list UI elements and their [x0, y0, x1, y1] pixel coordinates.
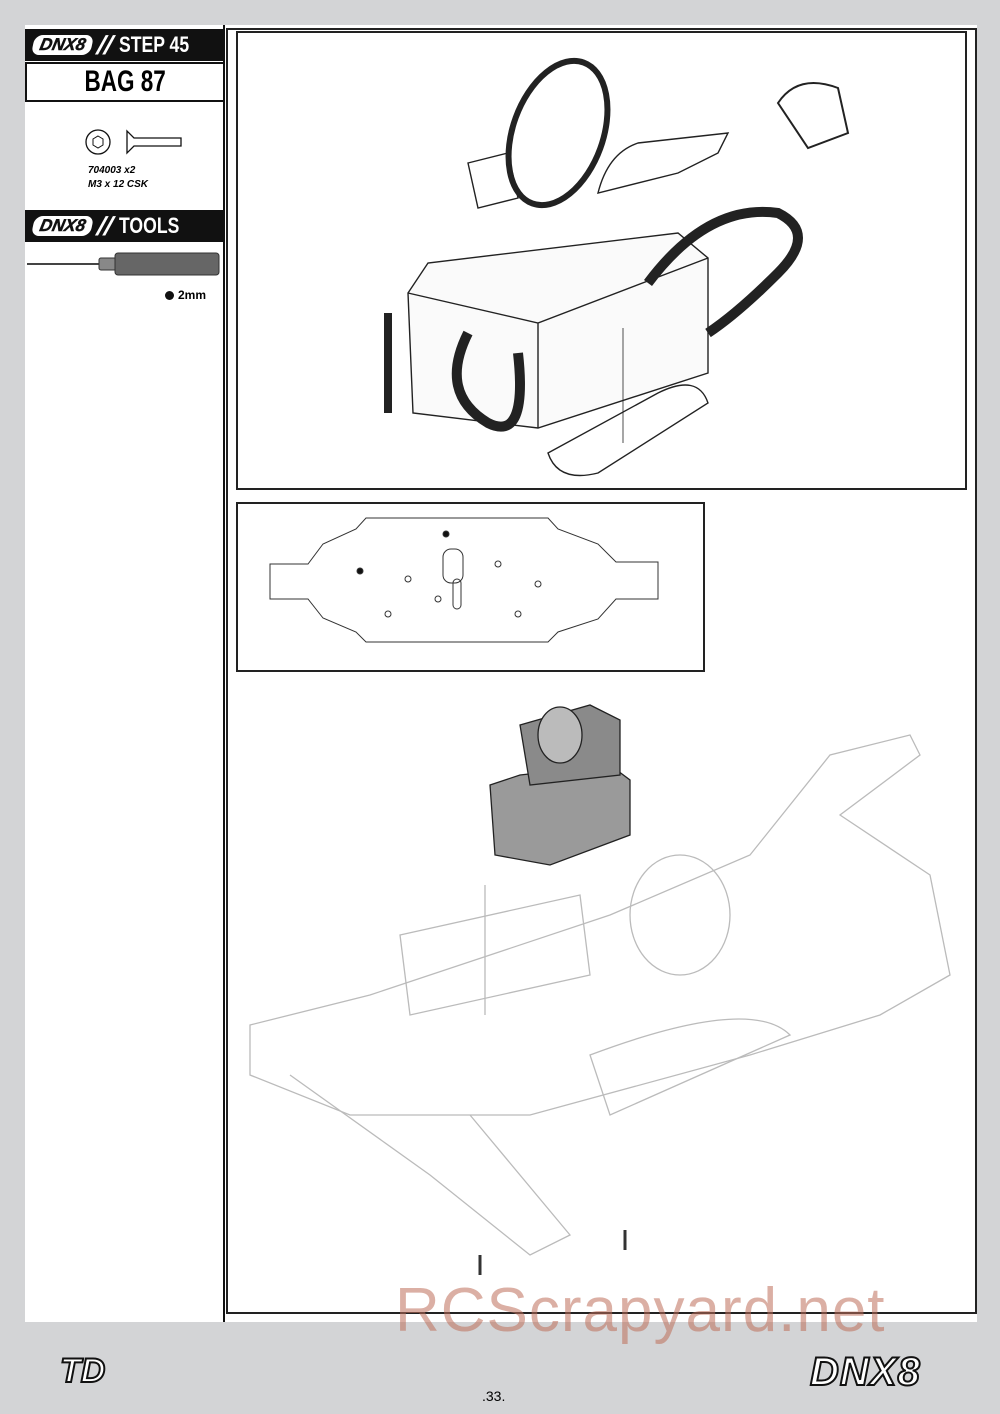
- left-column: DNX8 // STEP 45 BAG 87 704003 x2 M3 x 12…: [25, 25, 225, 1322]
- car-assembly-drawing: [249, 704, 951, 1275]
- watermark: RCScrapyard.net: [395, 1276, 886, 1345]
- chassis-plate-detail: [236, 502, 705, 672]
- dnx8-logo: DNX8: [30, 216, 95, 236]
- bullet-icon: [165, 290, 174, 300]
- tools-header: DNX8 // TOOLS: [25, 210, 225, 242]
- divider-slash: //: [93, 29, 119, 60]
- bag-label: BAG 87: [25, 62, 225, 102]
- hex-driver-icon: [27, 252, 220, 276]
- chassis-plate-drawing: [269, 517, 659, 643]
- step-number: STEP 45: [118, 32, 189, 57]
- divider-slash: //: [93, 210, 119, 241]
- page-number: .33.: [482, 1388, 506, 1404]
- tool-size: 2mm: [165, 288, 206, 302]
- part-desc: M3 x 12 CSK: [88, 179, 149, 190]
- fuel-tank-drawing: [384, 57, 850, 477]
- tools-title: TOOLS: [118, 213, 180, 238]
- part-code: 704003 x2: [88, 165, 136, 176]
- fuel-tank-detail: [236, 31, 967, 490]
- dnx8-logo: DNX8: [30, 35, 95, 55]
- dnx8-footer-logo: DNX8: [809, 1349, 921, 1395]
- td-logo: TD: [59, 1351, 106, 1391]
- screw-icon: [85, 129, 182, 155]
- step-header: DNX8 // STEP 45: [25, 29, 225, 61]
